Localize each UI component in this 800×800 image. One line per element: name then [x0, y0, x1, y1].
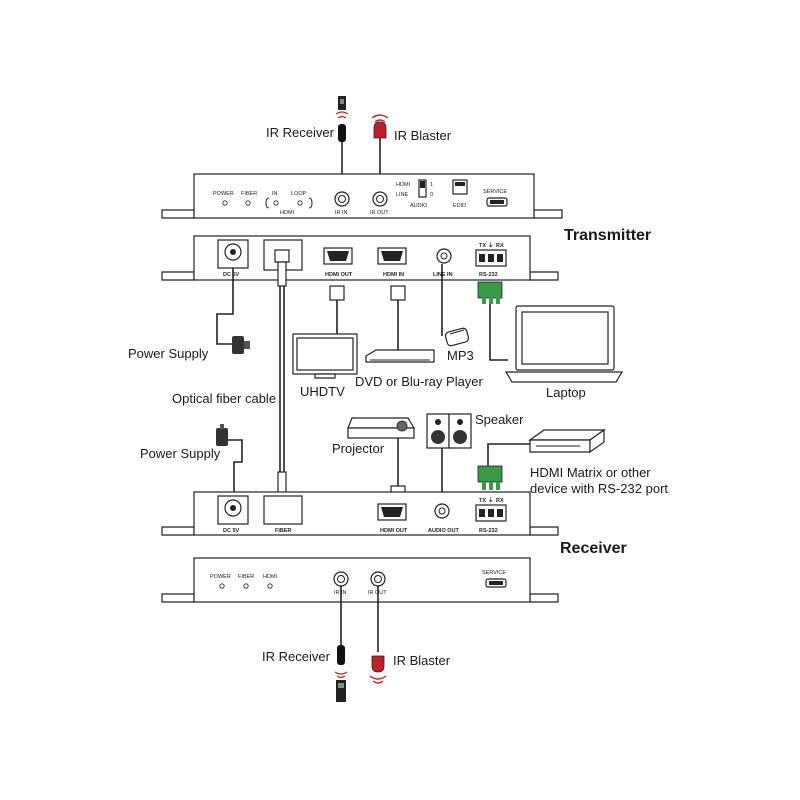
svg-text:RS-232: RS-232	[479, 528, 498, 534]
svg-text:IR OUT: IR OUT	[370, 210, 389, 216]
transmitter-front-panel: POWER FIBER IN LOOP HDMI IR IN IR OUT HD…	[161, 173, 563, 219]
svg-text:1: 1	[430, 182, 433, 188]
svg-text:⏚: ⏚	[488, 242, 494, 249]
hdmi-matrix-device	[477, 428, 606, 490]
tx-line-in-port[interactable]	[436, 248, 452, 264]
svg-text:RX: RX	[496, 243, 504, 249]
svg-text:DC 5V: DC 5V	[223, 528, 240, 534]
ir-receiver-bottom-label: IR Receiver	[262, 649, 331, 664]
dvd-player-label: DVD or Blu-ray Player	[355, 374, 484, 389]
rx-audio-out-port[interactable]	[434, 503, 450, 519]
svg-text:FIBER: FIBER	[241, 191, 257, 197]
power-supply-tx	[216, 268, 250, 354]
receiver-title: Receiver	[560, 540, 627, 557]
svg-text:TX: TX	[479, 498, 486, 504]
tx-power-led	[222, 200, 228, 206]
svg-text:RS-232: RS-232	[479, 272, 498, 278]
svg-text:FIBER: FIBER	[275, 528, 292, 534]
svg-text:HDMI IN: HDMI IN	[383, 272, 404, 278]
svg-text:LOOP: LOOP	[291, 191, 307, 197]
speaker-device	[426, 413, 472, 500]
svg-text:AUDIO OUT: AUDIO OUT	[428, 528, 460, 534]
rx-ir-out-port[interactable]	[370, 571, 386, 587]
receiver-front-panel: POWER FIBER HDMI IR IN IR OUT SERVICE	[161, 557, 559, 603]
svg-text:HDMI: HDMI	[396, 182, 411, 188]
svg-text:0: 0	[430, 192, 433, 198]
tx-audio-switch[interactable]	[418, 179, 427, 198]
projector-label: Projector	[332, 441, 385, 456]
svg-text:POWER: POWER	[210, 574, 231, 580]
uhdtv-label: UHDTV	[300, 384, 345, 399]
dvd-player-device	[365, 285, 435, 363]
laptop-device	[477, 281, 624, 383]
ir-receiver-bottom-device	[334, 586, 348, 702]
ir-blaster-bottom-label: IR Blaster	[393, 653, 451, 668]
ir-blaster-bottom-device	[369, 586, 387, 684]
projector-device	[347, 417, 416, 501]
svg-text:RX: RX	[496, 498, 504, 504]
tx-ir-in-port[interactable]	[334, 191, 350, 207]
ir-receiver-top-label: IR Receiver	[266, 125, 335, 140]
svg-text:FIBER: FIBER	[238, 574, 254, 580]
mp3-label: MP3	[447, 348, 474, 363]
hdmi-matrix-label-line2: device with RS-232 port	[530, 481, 668, 496]
tx-hdmi-loop-led	[297, 200, 303, 206]
ir-blaster-top-label: IR Blaster	[394, 128, 452, 143]
tx-hdmi-in-led	[273, 200, 279, 206]
receiver-rear-panel: DC 5V FIBER HDMI OUT AUDIO OUT TX ⏚ RX R…	[161, 491, 559, 536]
svg-text:HDMI: HDMI	[263, 574, 278, 580]
svg-text:⏚: ⏚	[488, 497, 494, 504]
speaker-label: Speaker	[475, 412, 524, 427]
svg-text:IN: IN	[272, 191, 278, 197]
svg-text:EDID: EDID	[453, 203, 466, 209]
svg-text:POWER: POWER	[213, 191, 234, 197]
hdmi-matrix-label-line1: HDMI Matrix or other	[530, 465, 651, 480]
rx-fiber-led	[243, 583, 249, 589]
rx-fiber-port[interactable]	[263, 495, 303, 525]
svg-text:HDMI OUT: HDMI OUT	[380, 528, 408, 534]
svg-text:TX: TX	[479, 243, 486, 249]
uhdtv-device	[292, 285, 358, 379]
svg-text:AUDIO: AUDIO	[410, 203, 428, 209]
rx-hdmi-led	[267, 583, 273, 589]
tx-ir-out-port[interactable]	[372, 191, 388, 207]
svg-text:HDMI OUT: HDMI OUT	[325, 272, 353, 278]
tx-fiber-led	[245, 200, 251, 206]
power-supply-2-label: Power Supply	[140, 446, 221, 461]
svg-text:LINE: LINE	[396, 192, 409, 198]
svg-text:HDMI: HDMI	[280, 210, 295, 216]
rx-ir-in-port[interactable]	[333, 571, 349, 587]
svg-text:DC 5V: DC 5V	[223, 272, 240, 278]
power-supply-rx	[216, 424, 243, 502]
transmitter-rear-panel: DC 5V HDMI OUT HDMI IN LINE IN TX ⏚ RX R…	[161, 235, 559, 281]
rx-power-led	[219, 583, 225, 589]
optical-fiber-cable	[274, 249, 290, 511]
svg-text:SERVICE: SERVICE	[483, 189, 507, 195]
optical-fiber-label: Optical fiber cable	[172, 391, 276, 406]
laptop-label: Laptop	[546, 385, 586, 400]
power-supply-1-label: Power Supply	[128, 346, 209, 361]
mp3-device	[441, 264, 470, 347]
transmitter-title: Transmitter	[564, 227, 651, 244]
svg-text:SERVICE: SERVICE	[482, 570, 506, 576]
svg-text:IR IN: IR IN	[335, 210, 348, 216]
